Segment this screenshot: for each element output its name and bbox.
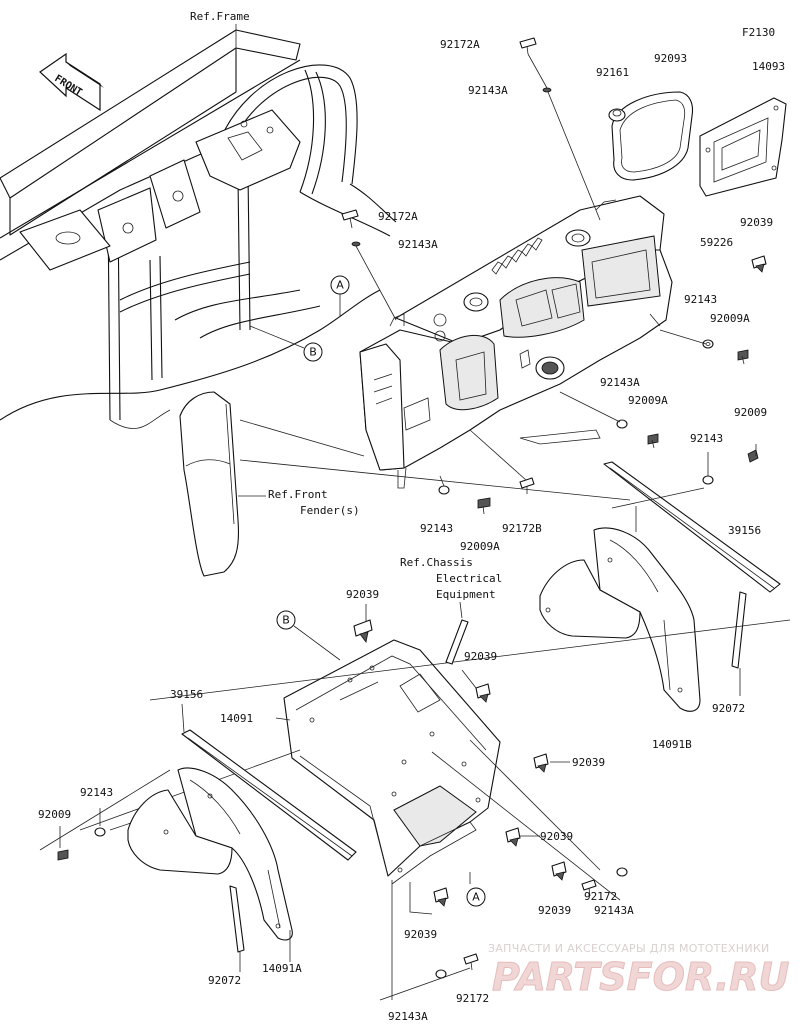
harness-strip (445, 619, 469, 665)
callout-b-top: B (303, 342, 323, 362)
part-label: 92143 (684, 293, 717, 306)
bolt-92009A-right (737, 349, 749, 365)
rivet-92172A-top (519, 37, 537, 55)
part-label: 92039 (464, 650, 497, 663)
figure-code: F2130 (742, 26, 775, 39)
washer-92143A-top (542, 87, 552, 93)
rivet-92172B (519, 477, 535, 494)
frame-assembly (0, 29, 397, 429)
part-label: 14091 (220, 712, 253, 725)
part-label: 92009 (38, 808, 71, 821)
bolt-92009A-dash (477, 497, 491, 515)
washer-92143-right (702, 339, 714, 349)
washer-92143-dash (438, 485, 450, 495)
part-label: 92143 (80, 786, 113, 799)
clip-92039-mid (475, 683, 491, 703)
part-label: 92009 (734, 406, 767, 419)
part-label: 92172B (502, 522, 542, 535)
callout-a-bottom: A (466, 887, 486, 907)
rivet-92172-bottom (463, 953, 479, 971)
part-label: 39156 (728, 524, 761, 537)
part-label: 14093 (752, 60, 785, 73)
part-label: 92009A (460, 540, 500, 553)
part-label: 92172A (378, 210, 418, 223)
part-label: 59226 (700, 236, 733, 249)
part-label: 92161 (596, 66, 629, 79)
part-label: 92093 (654, 52, 687, 65)
part-label: 92039 (572, 756, 605, 769)
clip-92039-lower (505, 827, 521, 847)
part-label: 92039 (346, 588, 379, 601)
ref-front-fender-label-1: Ref.Front (268, 488, 328, 501)
front-fender (179, 391, 240, 577)
part-label: 39156 (170, 688, 203, 701)
part-label: 92143 (690, 432, 723, 445)
part-label: 92172A (440, 38, 480, 51)
clip-92039-center (433, 887, 449, 907)
clip-92039-right (533, 753, 549, 773)
svg-text:A: A (472, 891, 480, 904)
washer-92143A-mid (351, 241, 361, 247)
part-label: 92172 (456, 992, 489, 1005)
part-label: 92143A (600, 376, 640, 389)
rivet-92172A-mid (341, 209, 359, 229)
side-cover-14091A (127, 767, 293, 941)
trim-strip-39156-right (603, 461, 781, 593)
washer-92143-right2 (702, 475, 714, 485)
part-label: 92143A (388, 1010, 428, 1023)
clip-92039-bottom (551, 861, 567, 881)
part-label: 92143 (420, 522, 453, 535)
trim-strip-39156-left (181, 729, 357, 861)
washer-92143A-bottom (435, 969, 447, 979)
part-label: 92172 (584, 890, 617, 903)
part-label: 92143A (468, 84, 508, 97)
ref-chassis-label-1: Ref.Chassis (400, 556, 473, 569)
clip-92039-top (353, 619, 373, 643)
part-label: 92039 (538, 904, 571, 917)
rivet-92172-right (581, 879, 597, 897)
svg-text:A: A (336, 279, 344, 292)
part-label: 14091B (652, 738, 692, 751)
grommet-92161 (608, 108, 626, 122)
clip-92039-tr (751, 255, 767, 273)
part-label: 92143A (398, 238, 438, 251)
cover-14093 (699, 97, 787, 197)
part-label: 14091A (262, 962, 302, 975)
callout-b-bottom: B (276, 610, 296, 630)
gasket-92093 (611, 91, 694, 181)
svg-text:B: B (282, 614, 290, 627)
part-label: 92009A (710, 312, 750, 325)
svg-text:B: B (309, 346, 317, 359)
under-panel-14091 (283, 639, 501, 885)
ref-frame-label: Ref.Frame (190, 10, 250, 23)
callout-a-top: A (330, 275, 350, 295)
part-label: 92009A (628, 394, 668, 407)
dashboard-panel (359, 195, 673, 489)
seal-92072-left (229, 885, 245, 953)
ref-front-fender-label-2: Fender(s) (300, 504, 360, 517)
washer-92143-left (94, 827, 106, 837)
watermark-logo: PARTSFOR.RU (492, 955, 790, 999)
part-label: 92072 (712, 702, 745, 715)
side-cover-14091B (539, 527, 701, 712)
part-label: 92039 (740, 216, 773, 229)
part-labels: 92172A 92143A 92161 92093 14093 92172A 9… (38, 38, 785, 1023)
bolt-92009A-center (647, 433, 659, 449)
part-label: 92072 (208, 974, 241, 987)
watermark-line1: ЗАПЧАСТИ И АКСЕССУАРЫ ДЛЯ МОТОТЕХНИКИ (488, 942, 770, 955)
seal-92072-right (731, 591, 747, 669)
part-label: 92039 (540, 830, 573, 843)
watermark: ЗАПЧАСТИ И АКСЕССУАРЫ ДЛЯ МОТОТЕХНИКИ PA… (488, 942, 790, 1000)
bolt-92009-right (747, 449, 759, 463)
part-label: 92143A (594, 904, 634, 917)
ref-chassis-label-3: Equipment (436, 588, 496, 601)
washer-92143A-right (616, 867, 628, 877)
part-label: 92039 (404, 928, 437, 941)
ref-chassis-label-2: Electrical (436, 572, 502, 585)
dashboard-vents (491, 237, 543, 275)
front-arrow-icon: FRONT (39, 52, 104, 112)
bolt-92009-left (57, 849, 69, 861)
